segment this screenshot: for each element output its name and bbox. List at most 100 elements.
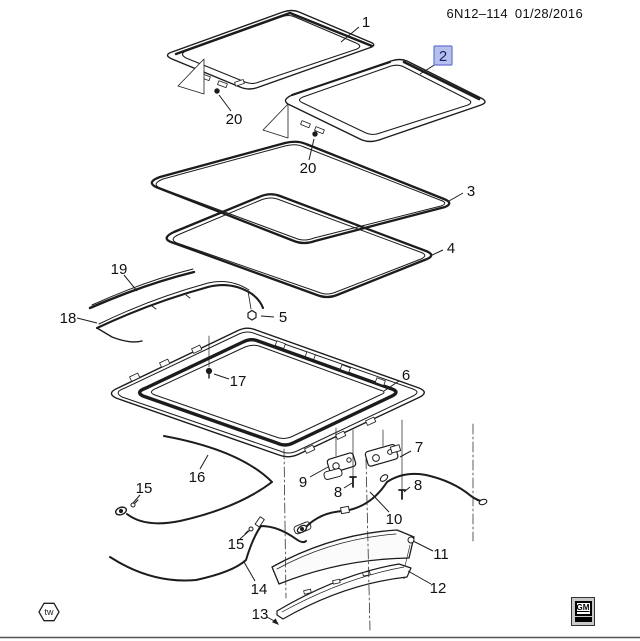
leader-construction-lines xyxy=(335,427,384,457)
part-8-screws xyxy=(349,419,406,500)
callout-15-12[interactable]: 15 xyxy=(132,480,153,504)
callout-2-1[interactable]: 2 xyxy=(419,45,453,75)
drawing-header: 6N12–114 01/28/2016 xyxy=(446,6,583,21)
part-number-label: 13 xyxy=(252,606,269,623)
leader-line xyxy=(199,454,209,470)
gm-badge-bar xyxy=(574,617,592,622)
callout-6-10[interactable]: 6 xyxy=(383,367,410,392)
part-7-motor xyxy=(364,443,402,467)
part-15-clip-a xyxy=(130,502,136,508)
gm-badge: GM xyxy=(571,597,595,626)
callout-11-19[interactable]: 11 xyxy=(412,540,449,563)
part-10-drain-tube xyxy=(296,472,488,534)
part-number-label: 20 xyxy=(300,160,317,177)
part-number-label: 18 xyxy=(60,310,77,327)
part-number-label: 7 xyxy=(415,439,423,456)
leader-line xyxy=(213,373,230,380)
callout-20-2[interactable]: 20 xyxy=(214,88,242,128)
part-number-label: 19 xyxy=(111,261,128,278)
part-number-label: 20 xyxy=(226,111,243,128)
leader-line xyxy=(429,249,444,257)
callout-20-3[interactable]: 20 xyxy=(300,131,318,177)
leader-line xyxy=(239,529,251,540)
callout-3-4[interactable]: 3 xyxy=(448,183,475,202)
callout-1-0[interactable]: 1 xyxy=(340,14,370,43)
leader-dot xyxy=(312,131,318,137)
leader-line xyxy=(76,317,98,324)
part-4-seal xyxy=(165,193,433,299)
part-number-label: 17 xyxy=(230,373,247,390)
leader-line xyxy=(243,561,256,582)
callout-13-22[interactable]: 13 xyxy=(252,606,279,625)
hexagon-badge-outline xyxy=(38,602,60,622)
leader-line xyxy=(308,138,315,161)
callout-8-15[interactable]: 8 xyxy=(334,482,353,501)
part-number-label: 10 xyxy=(386,511,403,528)
leader-dot xyxy=(214,88,220,94)
leader-line xyxy=(419,63,437,75)
part-6-housing-frame xyxy=(110,327,425,458)
bracket-flag-20b xyxy=(262,103,289,139)
leader-line xyxy=(309,466,329,478)
part-9-motor xyxy=(323,452,357,481)
part-number-label: 16 xyxy=(189,469,206,486)
callout-18-7[interactable]: 18 xyxy=(60,310,98,327)
draftsman-badge: tw xyxy=(38,602,60,622)
leader-line xyxy=(407,570,432,585)
callout-9-13[interactable]: 9 xyxy=(299,466,329,491)
callout-16-11[interactable]: 16 xyxy=(189,454,209,486)
part-number-label: 14 xyxy=(251,581,268,598)
leader-line xyxy=(218,94,232,112)
part-number-label: 3 xyxy=(467,183,475,200)
part-number-label: 8 xyxy=(414,477,422,494)
leader-line xyxy=(399,450,412,458)
part-19-strip xyxy=(88,268,196,310)
callout-5-8[interactable]: 5 xyxy=(260,309,287,326)
leader-line xyxy=(403,486,411,493)
callout-12-20[interactable]: 12 xyxy=(407,570,447,597)
callout-17-9[interactable]: 17 xyxy=(213,373,247,390)
part-17-screw xyxy=(205,335,213,379)
leader-line xyxy=(343,482,353,489)
callout-14-21[interactable]: 14 xyxy=(243,561,268,598)
callout-10-17[interactable]: 10 xyxy=(369,491,403,528)
part-number-label: 11 xyxy=(433,546,449,563)
part-2-glass-panel xyxy=(262,58,486,143)
callout-15-18[interactable]: 15 xyxy=(228,529,251,553)
drawing-date: 01/28/2016 xyxy=(514,6,583,21)
part-number-label: 15 xyxy=(228,536,245,553)
part-number-label: 15 xyxy=(136,480,153,497)
part-5-nut xyxy=(247,290,257,321)
leader-line xyxy=(383,380,400,392)
callout-7-14[interactable]: 7 xyxy=(399,439,423,458)
part-11-wind-deflector xyxy=(271,529,415,585)
leader-line xyxy=(132,494,141,504)
leader-line xyxy=(123,274,138,292)
part-number-label: 5 xyxy=(279,309,287,326)
part-number-label: 2 xyxy=(439,48,447,65)
part-number-label: 6 xyxy=(402,367,410,384)
leader-line xyxy=(340,26,360,43)
leader-line xyxy=(412,540,434,552)
part-3-seal xyxy=(150,140,451,245)
leader-line xyxy=(369,491,390,513)
callout-8-16[interactable]: 8 xyxy=(403,477,422,494)
part-number-label: 9 xyxy=(299,474,307,491)
callout-4-5[interactable]: 4 xyxy=(429,240,455,257)
drawing-number: 6N12–114 xyxy=(446,6,508,21)
callout-19-6[interactable]: 19 xyxy=(111,261,138,292)
part-number-label: 12 xyxy=(430,580,447,597)
bracket-flag-20a xyxy=(177,58,205,95)
part-16-drain-hose xyxy=(114,435,273,525)
selected-part-highlight xyxy=(433,45,453,66)
part-1-roof-frame xyxy=(166,9,375,95)
leader-line xyxy=(260,315,275,318)
part-18-molding xyxy=(95,281,265,343)
leader-arrowhead xyxy=(272,618,279,625)
part-number-label: 4 xyxy=(447,240,455,257)
projection-lines xyxy=(283,423,474,631)
part-number-label: 8 xyxy=(334,484,342,501)
